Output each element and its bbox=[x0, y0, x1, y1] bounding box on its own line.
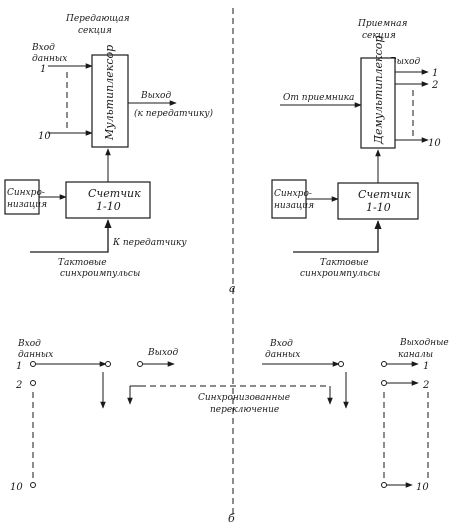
sync-switch-label: Синхронизованные bbox=[198, 393, 290, 403]
tx-output-label: Выход bbox=[140, 91, 171, 101]
b-input-label-2: данных bbox=[18, 350, 53, 360]
b-ch-2: 2 bbox=[15, 380, 22, 391]
b-out-10-terminal bbox=[381, 482, 387, 488]
part-a-label: а bbox=[229, 282, 236, 295]
b-right-input-label-2: данных bbox=[265, 350, 300, 360]
rx-counter-block bbox=[337, 182, 419, 220]
demultiplexer-block bbox=[360, 57, 396, 149]
tx-channel-first: 1 bbox=[40, 64, 46, 75]
multiplexer-block bbox=[91, 54, 129, 148]
tx-channel-last: 10 bbox=[38, 131, 51, 142]
demultiplexer-label: Демультиплексор bbox=[372, 36, 385, 145]
rx-from-receiver: От приемника bbox=[283, 93, 354, 103]
b-ch-10-terminal bbox=[30, 482, 36, 488]
b-ch-1: 1 bbox=[16, 361, 22, 372]
b-out-10: 10 bbox=[416, 482, 429, 493]
b-output-terminal bbox=[137, 361, 143, 367]
b-out-2-terminal bbox=[381, 380, 387, 386]
sync-switch-bracket: Синхронизованные переключение bbox=[127, 385, 333, 415]
rx-clock-line bbox=[293, 220, 382, 253]
b-input-label: Вход bbox=[17, 339, 41, 349]
b-out-channels-label-2: каналы bbox=[398, 350, 433, 360]
rx-section-subtitle: секция bbox=[362, 31, 396, 41]
rx-sync-label: Синхро- bbox=[274, 189, 312, 199]
part-b-right: Вход данных Выходные каналы 1 2 10 bbox=[262, 338, 449, 493]
sync-switch-label-2: переключение bbox=[210, 405, 279, 415]
rx-channel-1: 1 bbox=[432, 68, 438, 79]
b-out-channels-label: Выходные bbox=[399, 338, 449, 348]
receive-section: Приемная секция Выход Демультиплексор От… bbox=[271, 19, 441, 279]
tx-sync-block bbox=[4, 179, 40, 215]
rx-counter-label-2: 1-10 bbox=[366, 201, 391, 214]
rx-sync-label-2: низация bbox=[274, 201, 314, 211]
tx-clock-line bbox=[30, 219, 112, 253]
b-out-1-terminal bbox=[381, 361, 387, 367]
tx-sync-label-2: низация bbox=[7, 200, 47, 210]
b-output-label: Выход bbox=[147, 348, 178, 358]
b-out-2: 2 bbox=[422, 380, 429, 391]
b-ch-2-terminal bbox=[30, 380, 36, 386]
b-switch-terminal bbox=[105, 361, 111, 367]
tx-sync-label: Синхро- bbox=[7, 188, 45, 198]
rx-section-title: Приемная bbox=[357, 19, 407, 29]
tx-clock-label-2: синхроимпульсы bbox=[60, 269, 140, 279]
b-ch-10: 10 bbox=[10, 482, 23, 493]
tx-counter-label: Счетчик bbox=[88, 187, 141, 200]
rx-counter-label: Счетчик bbox=[358, 188, 411, 201]
tx-input-label: Вход bbox=[31, 43, 55, 53]
rx-output-label: Выход bbox=[389, 57, 420, 67]
b-out-1: 1 bbox=[423, 361, 429, 372]
multiplexer-label: Мультиплексор bbox=[103, 45, 116, 141]
tx-output-label-2: (к передатчику) bbox=[134, 108, 214, 119]
rx-channel-2: 2 bbox=[431, 80, 438, 91]
tx-clock-label: Тактовые bbox=[58, 258, 107, 268]
part-b-label: б bbox=[228, 512, 235, 525]
tx-to-transmitter: К передатчику bbox=[112, 238, 187, 248]
tx-input-label-2: данных bbox=[32, 54, 67, 64]
rx-sync-block bbox=[271, 179, 307, 219]
transmit-section: Передающая секция Вход данных 1 10 Мульт… bbox=[4, 14, 214, 279]
tx-section-subtitle: секция bbox=[78, 26, 112, 36]
tx-counter-label-2: 1-10 bbox=[96, 200, 121, 213]
part-b-left: Вход данных 1 Выход 2 10 bbox=[10, 339, 178, 493]
rx-clock-label-2: синхроимпульсы bbox=[300, 269, 380, 279]
b-ch-1-terminal bbox=[30, 361, 36, 367]
rx-clock-label: Тактовые bbox=[320, 258, 369, 268]
rx-channel-last: 10 bbox=[428, 138, 441, 149]
tx-section-title: Передающая bbox=[65, 14, 130, 24]
b-right-switch-terminal bbox=[338, 361, 344, 367]
b-right-input-label: Вход bbox=[269, 339, 293, 349]
tx-counter-block bbox=[65, 181, 151, 219]
